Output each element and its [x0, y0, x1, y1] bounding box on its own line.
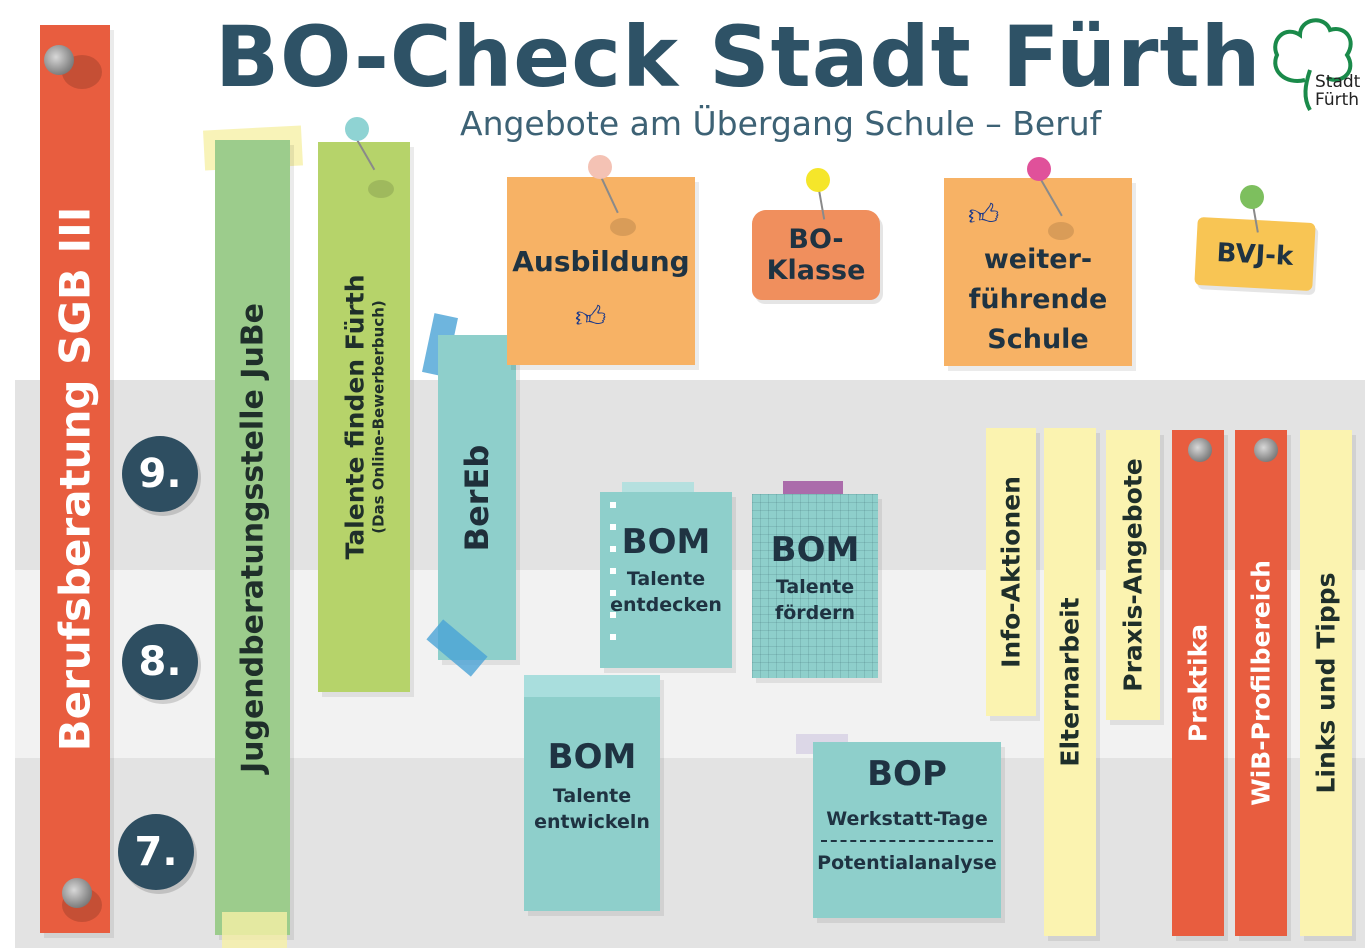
strip-praktika-label: Praktika — [1183, 623, 1213, 743]
page-subtitle: Angebote am Übergang Schule – Beruf — [460, 104, 1102, 143]
note-bo-klasse[interactable]: BO- Klasse — [752, 210, 880, 300]
strip-berufsberatung[interactable]: Berufsberatung SGB III — [40, 25, 110, 933]
grade-7-badge: 7. — [118, 814, 194, 890]
card-bop[interactable]: BOP Werkstatt-Tage Potentialanalyse — [813, 742, 1001, 918]
thumbs-up-icon: 👍︎ — [575, 300, 607, 335]
card-bom-entwickeln[interactable]: BOM Talente entwickeln — [524, 675, 660, 911]
bolt-icon — [62, 878, 92, 908]
card-bom-entwickeln-title: BOM — [547, 737, 637, 777]
card-bom-foerdern-title: BOM — [770, 530, 860, 570]
card-bop-divider — [821, 840, 993, 842]
card-bom-entdecken[interactable]: BOM Talente entdecken — [600, 492, 732, 668]
card-bom-entwickeln-line2: entwickeln — [534, 811, 650, 833]
note-bvj-k-label: BVJ-k — [1215, 238, 1295, 272]
strip-talente-subtitle: (Das Online-Bewerberbuch) — [369, 300, 388, 534]
note-weiterfuehrende-schule[interactable]: weiter- führende Schule — [944, 178, 1132, 366]
thumbs-up-icon: 👍︎ — [968, 198, 1000, 233]
strip-praktika[interactable]: Praktika — [1172, 430, 1224, 936]
strip-talente-finden[interactable]: Talente finden Fürth (Das Online-Bewerbe… — [318, 142, 410, 692]
strip-jube[interactable]: Jugendberatungsstelle JuBe — [215, 140, 290, 935]
card-bom-entwickeln-header — [524, 675, 660, 697]
strip-wib-label: WiB-Profilbereich — [1246, 560, 1276, 806]
note-ausbildung-label: Ausbildung — [512, 245, 690, 278]
strip-wib-profilbereich[interactable]: WiB-Profilbereich — [1235, 430, 1287, 936]
note-weiter-line3: Schule — [987, 324, 1089, 355]
card-bop-title: BOP — [867, 754, 947, 794]
bolt-icon — [1254, 438, 1278, 462]
strip-links-und-tipps[interactable]: Links und Tipps — [1300, 430, 1352, 936]
card-bom-foerdern[interactable]: BOM Talente fördern — [752, 494, 878, 678]
pin-icon — [1240, 185, 1264, 209]
card-bom-entdecken-line1: Talente — [626, 568, 706, 590]
strip-jube-label: Jugendberatungsstelle JuBe — [235, 302, 270, 773]
bolt-icon — [44, 45, 74, 75]
strip-elternarbeit-label: Elternarbeit — [1055, 597, 1085, 767]
card-bom-foerdern-line1: Talente — [775, 576, 855, 598]
pin-shadow — [1048, 222, 1074, 240]
strip-elternarbeit[interactable]: Elternarbeit — [1044, 428, 1096, 936]
pin-icon — [345, 117, 369, 141]
pin-icon — [1027, 157, 1051, 181]
strip-bereb-label: BerEb — [458, 444, 496, 551]
note-bo-klasse-line2: Klasse — [766, 255, 866, 286]
cloverleaf-icon — [1273, 18, 1353, 112]
card-bom-foerdern-line2: fördern — [774, 602, 856, 624]
note-weiter-line2: führende — [968, 284, 1108, 315]
card-bop-line2: Potentialanalyse — [817, 852, 997, 874]
card-bop-line1: Werkstatt-Tage — [826, 808, 988, 830]
bolt-icon — [1188, 438, 1212, 462]
grade-9-badge: 9. — [122, 436, 198, 512]
stadt-fuerth-logo: Stadt Fürth — [1265, 10, 1365, 115]
grade-8-badge: 8. — [122, 624, 198, 700]
note-bvj-k[interactable]: BVJ-k — [1194, 216, 1316, 292]
tape-yellow — [222, 912, 287, 948]
card-bom-entdecken-title: BOM — [621, 522, 711, 562]
strip-berufsberatung-label: Berufsberatung SGB III — [50, 206, 100, 752]
strip-talente-title: Talente finden Fürth — [340, 274, 370, 560]
pin-shadow — [610, 218, 636, 236]
note-weiter-line1: weiter- — [983, 244, 1093, 275]
notebook-holes — [610, 502, 616, 652]
pin-shadow — [368, 180, 394, 198]
page-title: BO-Check Stadt Fürth — [215, 8, 1262, 106]
logo-text-stadt: Stadt — [1315, 72, 1361, 92]
logo-text-fuerth: Fürth — [1315, 90, 1360, 110]
note-ausbildung[interactable]: Ausbildung — [507, 177, 695, 365]
card-bom-entdecken-line2: entdecken — [610, 594, 722, 616]
strip-bereb[interactable]: BerEb — [438, 335, 516, 660]
strip-praxis-angebote[interactable]: Praxis-Angebote — [1106, 430, 1160, 720]
note-bo-klasse-line1: BO- — [788, 224, 844, 255]
strip-links-label: Links und Tipps — [1311, 572, 1341, 794]
strip-info-aktionen[interactable]: Info-Aktionen — [986, 428, 1036, 716]
strip-praxis-angebote-label: Praxis-Angebote — [1118, 458, 1148, 692]
pin-icon — [588, 155, 612, 179]
card-bom-entwickeln-line1: Talente — [552, 785, 632, 807]
strip-talente-label: Talente finden Fürth (Das Online-Bewerbe… — [341, 274, 388, 559]
strip-info-aktionen-label: Info-Aktionen — [996, 476, 1026, 668]
pin-icon — [806, 168, 830, 192]
